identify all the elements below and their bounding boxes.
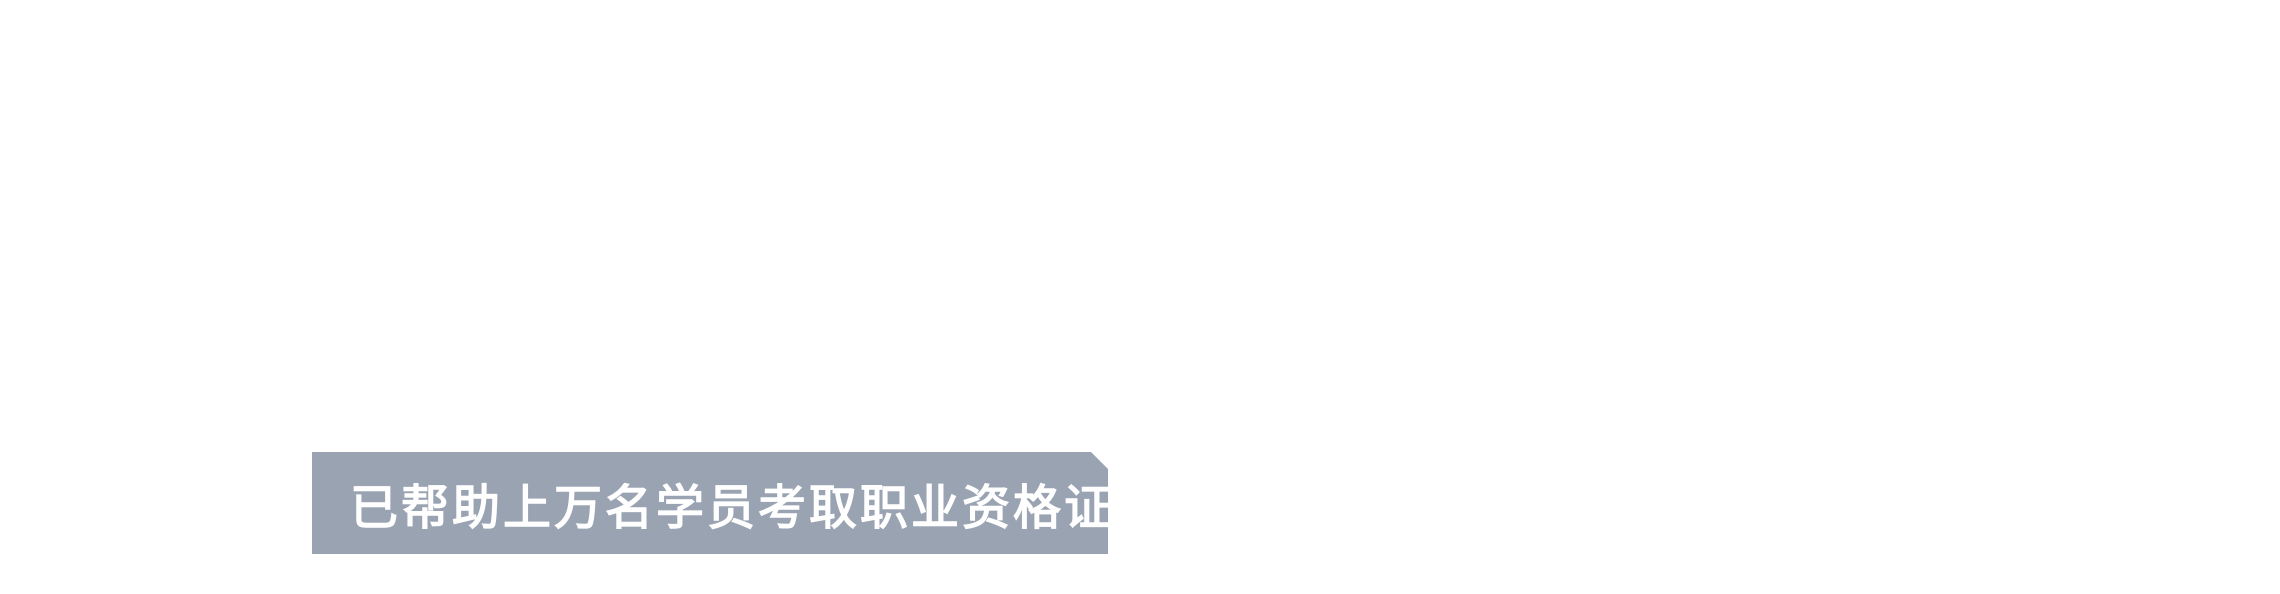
banner-text: 已帮助上万名学员考取职业资格证 xyxy=(350,480,1116,536)
achievement-banner: 已帮助上万名学员考取职业资格证 xyxy=(312,452,1108,554)
